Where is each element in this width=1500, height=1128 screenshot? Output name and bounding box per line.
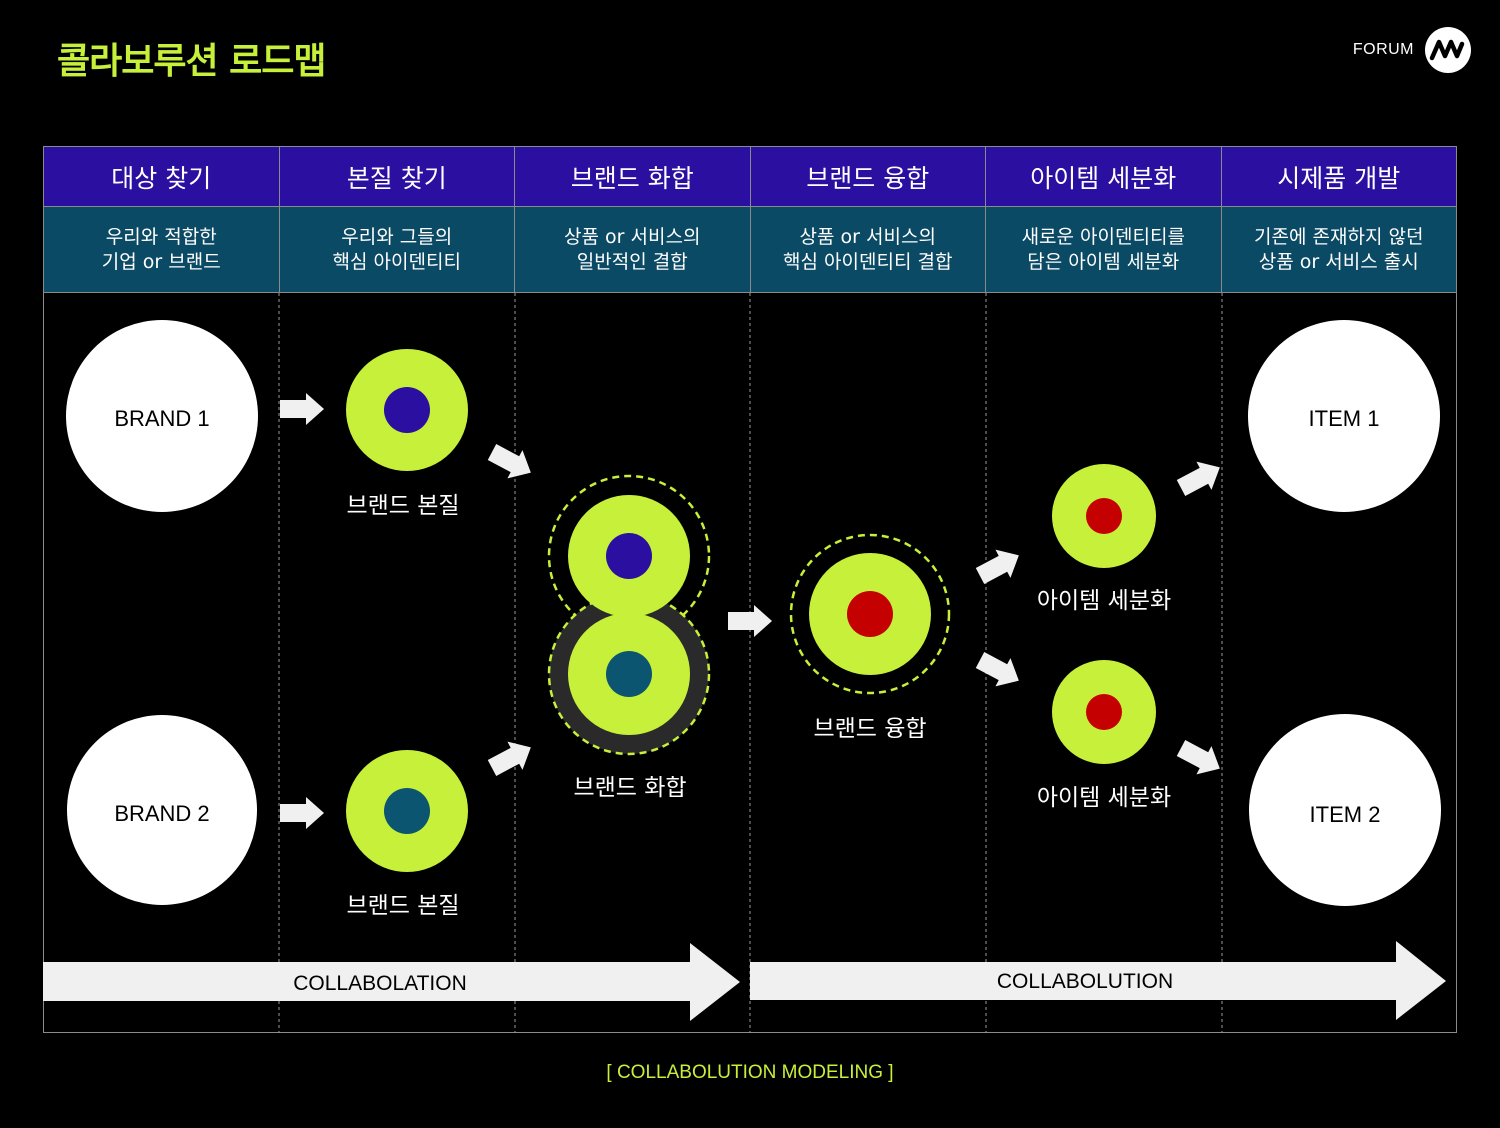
footer-caption: [ COLLABOLUTION MODELING ] bbox=[606, 1062, 894, 1083]
desc-line: 담은 아이템 세분화 bbox=[1027, 250, 1180, 273]
stage-6-name: 시제품 개발 bbox=[1220, 146, 1457, 207]
segment-2-node: 아이템 세분화 bbox=[1037, 660, 1171, 811]
stage-5-name: 아이템 세분화 bbox=[985, 146, 1222, 207]
collabolution-arrow: COLLABOLUTION bbox=[750, 941, 1446, 1020]
page-title: 콜라보루션 로드맵 bbox=[57, 41, 326, 82]
desc-line: 상품 or 서비스 출시 bbox=[1258, 250, 1419, 273]
desc-line: 새로운 아이덴티티를 bbox=[1021, 225, 1185, 248]
logo-text: FORUM bbox=[1352, 41, 1414, 58]
stage-row: 대상 찾기 본질 찾기 브랜드 화합 브랜드 융합 아이템 세분화 시제품 개발 bbox=[43, 146, 1457, 207]
arrow-essence1-harmony bbox=[484, 437, 539, 487]
stage-3-name: 브랜드 화합 bbox=[514, 146, 751, 207]
collabolation-label: COLLABOLATION bbox=[293, 972, 467, 995]
essence-1-label: 브랜드 본질 bbox=[346, 493, 459, 519]
brand-1-node: BRAND 1 bbox=[66, 320, 258, 512]
logo: FORUM bbox=[1353, 26, 1472, 74]
desc-line: 기존에 존재하지 않던 bbox=[1254, 225, 1424, 248]
arrow-fusion-segment2 bbox=[972, 645, 1027, 695]
brand-2-node: BRAND 2 bbox=[67, 715, 257, 905]
arrow-brand2-essence bbox=[280, 797, 324, 829]
brand-1-label: BRAND 1 bbox=[114, 406, 209, 431]
segment-2-label: 아이템 세분화 bbox=[1037, 785, 1171, 811]
essence-2-label: 브랜드 본질 bbox=[346, 893, 459, 919]
segment-1-label: 아이템 세분화 bbox=[1037, 588, 1171, 614]
arrow-fusion-segment1 bbox=[972, 541, 1027, 591]
collabolution-label: COLLABOLUTION bbox=[997, 970, 1173, 993]
essence-2-node: 브랜드 본질 bbox=[346, 750, 468, 919]
arrow-brand1-essence bbox=[280, 393, 324, 425]
item-2-label: ITEM 2 bbox=[1310, 802, 1381, 827]
stage-header-table: 대상 찾기 본질 찾기 브랜드 화합 브랜드 융합 아이템 세분화 시제품 개발… bbox=[43, 146, 1457, 293]
forum-m-logo-icon bbox=[1425, 27, 1471, 73]
arrow-segment1-item1 bbox=[1173, 453, 1228, 503]
desc-line: 핵심 아이덴티티 bbox=[332, 250, 461, 273]
stage-2-name: 본질 찾기 bbox=[278, 146, 515, 207]
essence-1-node: 브랜드 본질 bbox=[346, 349, 468, 519]
stage-4-name: 브랜드 융합 bbox=[749, 146, 986, 207]
harmony-label: 브랜드 화합 bbox=[573, 775, 686, 801]
desc-line: 우리와 적합한 bbox=[105, 225, 217, 248]
desc-line: 상품 or 서비스의 bbox=[799, 225, 936, 248]
desc-line: 일반적인 결합 bbox=[576, 250, 688, 273]
desc-line: 핵심 아이덴티티 결합 bbox=[783, 250, 953, 273]
item-1-label: ITEM 1 bbox=[1309, 406, 1380, 431]
brand-2-label: BRAND 2 bbox=[114, 801, 209, 826]
arrow-segment2-item2 bbox=[1173, 733, 1228, 783]
item-2-node: ITEM 2 bbox=[1249, 714, 1441, 906]
fusion-node: 브랜드 융합 bbox=[789, 533, 951, 742]
fusion-label: 브랜드 융합 bbox=[813, 716, 926, 742]
item-1-node: ITEM 1 bbox=[1248, 320, 1440, 512]
segment-1-node: 아이템 세분화 bbox=[1037, 464, 1171, 614]
desc-line: 우리와 그들의 bbox=[341, 225, 453, 248]
harmony-node: 브랜드 화합 bbox=[547, 474, 711, 801]
desc-line: 상품 or 서비스의 bbox=[564, 225, 701, 248]
collabolation-arrow: COLLABOLATION bbox=[43, 943, 740, 1021]
arrow-essence2-harmony bbox=[484, 733, 539, 783]
arrow-harmony-fusion bbox=[728, 605, 772, 637]
desc-line: 기업 or 브랜드 bbox=[101, 250, 221, 273]
